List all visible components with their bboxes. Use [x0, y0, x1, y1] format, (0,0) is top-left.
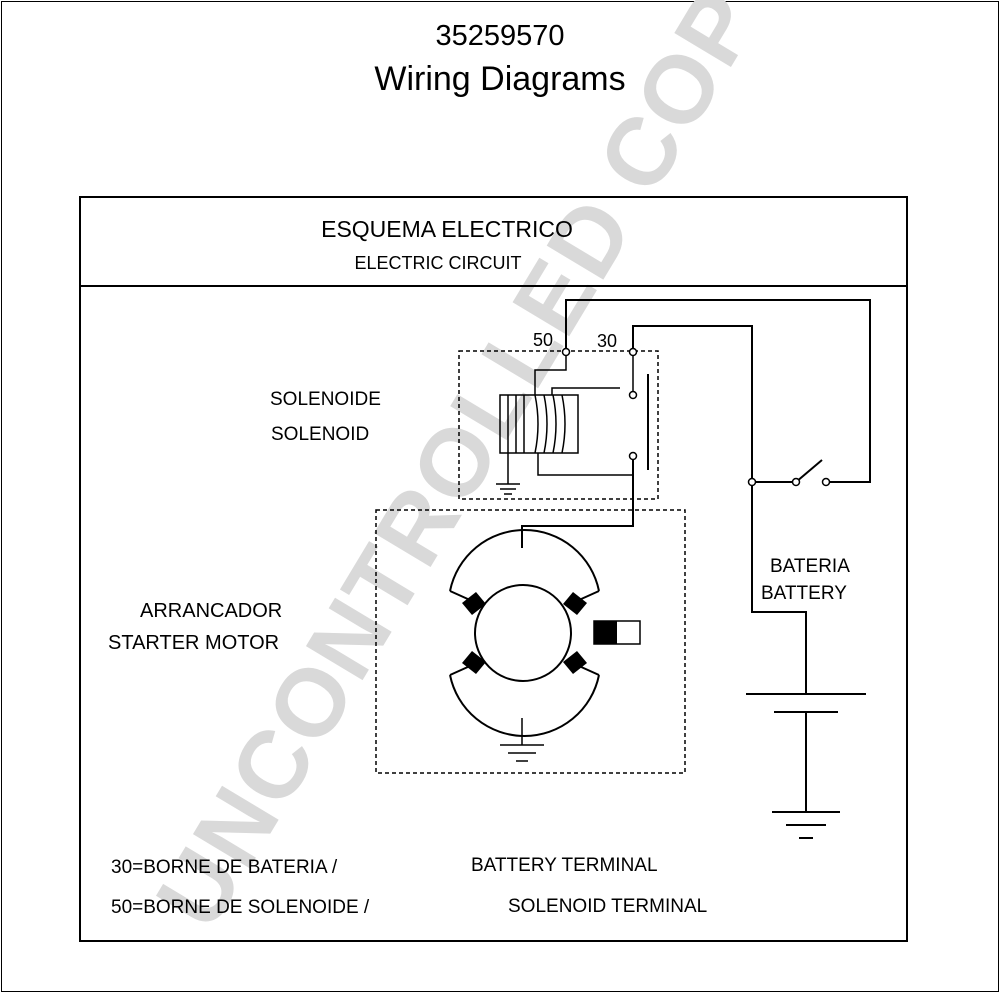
solenoid-label-es: SOLENOIDE: [270, 389, 381, 410]
field-arc-bottom-outer: [449, 674, 600, 737]
brush-bottom-left: [462, 651, 486, 674]
switch-contact-dot: [821, 477, 831, 487]
legend-line1-en: BATTERY TERMINAL: [471, 855, 658, 876]
legend-line2-es: 50=BORNE DE SOLENOIDE /: [111, 897, 370, 918]
battery-label-en: BATTERY: [761, 583, 847, 604]
field-selector-fill: [594, 621, 617, 644]
starter-housing: [375, 509, 686, 774]
contact-lower-dot: [628, 451, 638, 461]
solenoid-label-en: SOLENOID: [271, 424, 370, 445]
wire-terminal-30: [632, 325, 807, 694]
solenoid-coil-body: [499, 394, 579, 454]
battery-label-es: BATERIA: [770, 556, 850, 577]
armature: [474, 584, 572, 682]
junction-dot: [747, 477, 757, 487]
brush-bottom-right: [563, 651, 587, 674]
coil-lead-bottom: [537, 453, 634, 476]
terminal-50-label: 50: [533, 330, 554, 350]
page-title: Wiring Diagrams: [374, 60, 626, 98]
solenoid-housing: [458, 350, 659, 500]
wire-to-motor: [521, 456, 634, 548]
part-number: 35259570: [435, 20, 565, 52]
switch-blade: [795, 459, 823, 483]
wire-terminal-50: [565, 299, 871, 483]
coil-lead-top: [534, 352, 567, 395]
diagram-box: [79, 196, 908, 942]
legend-line2-en: SOLENOID TERMINAL: [508, 896, 708, 917]
coil-lead-upper: [551, 387, 620, 395]
terminal-30-label: 30: [597, 331, 618, 351]
field-arc-top-outer: [449, 529, 600, 592]
brush-top-right: [563, 592, 587, 615]
diagram-heading-en: ELECTRIC CIRCUIT: [354, 253, 522, 273]
brush-top-left: [462, 592, 486, 615]
starter-label-en: STARTER MOTOR: [108, 632, 280, 654]
legend-line1-es: 30=BORNE DE BATERIA /: [111, 857, 338, 878]
diagram-heading-es: ESQUEMA ELECTRICO: [321, 216, 573, 242]
terminal-30-dot: [628, 347, 638, 357]
switch-pivot-dot: [791, 477, 801, 487]
contact-upper-dot: [628, 390, 638, 400]
starter-label-es: ARRANCADOR: [140, 600, 283, 622]
terminal-50-dot: [561, 347, 571, 357]
